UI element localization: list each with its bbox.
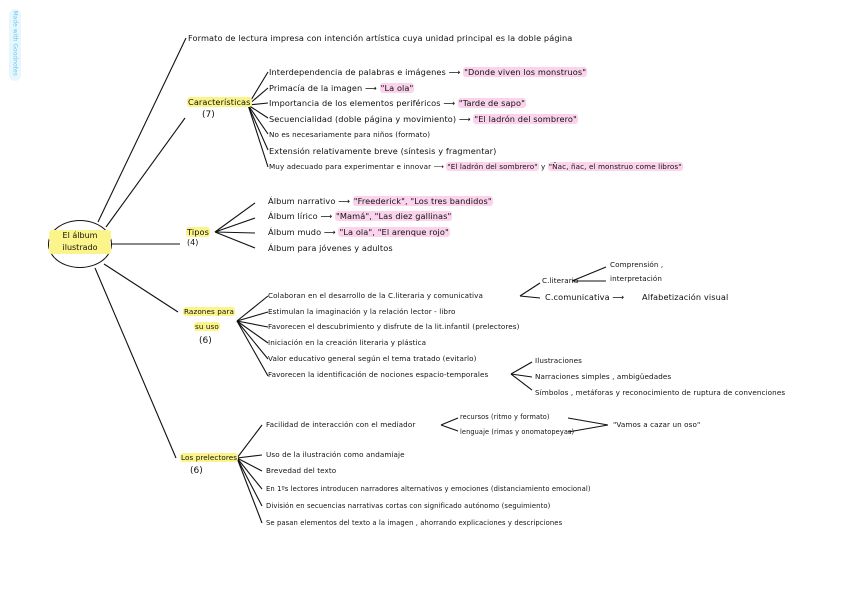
- root-title-line1: El álbum: [49, 230, 111, 242]
- tipo-item: Álbum narrativo ⟶ "Freederick", "Los tre…: [268, 196, 493, 206]
- branch-tipos-count: (4): [187, 238, 199, 247]
- literaria-sub: interpretación: [610, 274, 663, 283]
- branch-razones-count: (6): [199, 336, 212, 346]
- tipo-item: Álbum mudo ⟶ "La ola", "El arenque rojo": [268, 227, 450, 237]
- alfabetizacion-visual: Alfabetización visual: [642, 292, 729, 302]
- branch-prelectores-title: Los prelectores: [180, 453, 239, 462]
- prelector-item: División en secuencias narrativas cortas…: [266, 502, 551, 510]
- caracteristica-item: No es necesariamente para niños (formato…: [269, 130, 431, 139]
- goodnotes-watermark: Made with Goodnotes: [9, 9, 21, 81]
- root-title-line2: ilustrado: [49, 242, 111, 254]
- root-node: El álbum ilustrado: [48, 220, 112, 268]
- nocion-item: Símbolos , metáforas y reconocimiento de…: [535, 388, 786, 397]
- branch-tipos-title: Tipos: [186, 227, 210, 237]
- branch-prelectores-count: (6): [190, 466, 203, 476]
- mediador-recursos: recursos (ritmo y formato): [460, 413, 550, 421]
- razon-item: Colaboran en el desarrollo de la C.liter…: [268, 291, 483, 300]
- competencia-literaria: C.literaria: [542, 276, 579, 285]
- razon-item: Favorecen la identificación de nociones …: [268, 370, 489, 379]
- branch-razones-title-line2: su uso: [194, 322, 220, 331]
- tipo-item: Álbum para jóvenes y adultos: [268, 243, 393, 253]
- caracteristica-item: Secuencialidad (doble página y movimient…: [269, 114, 578, 124]
- branch-caracteristicas-title: Características: [187, 97, 252, 107]
- nocion-item: Ilustraciones: [535, 356, 582, 365]
- tipo-item: Álbum lírico ⟶ "Mamá", "Las diez gallina…: [268, 211, 453, 221]
- caracteristica-item: Extensión relativamente breve (síntesis …: [269, 146, 497, 156]
- caracteristica-item: Importancia de los elementos periféricos…: [269, 98, 526, 108]
- branch-caracteristicas-count: (7): [202, 110, 215, 120]
- caracteristica-item: Interdependencia de palabras e imágenes …: [269, 67, 588, 77]
- prelector-item: Se pasan elementos del texto a la imagen…: [266, 519, 563, 527]
- mediador-example: "Vamos a cazar un oso": [613, 420, 701, 429]
- nocion-item: Narraciones simples , ambigüedades: [535, 372, 672, 381]
- branch-razones-title-line1: Razones para: [183, 307, 235, 316]
- definition-text: Formato de lectura impresa con intención…: [188, 33, 573, 43]
- prelector-item: En 1ºs lectores introducen narradores al…: [266, 485, 591, 493]
- prelector-item: Facilidad de interacción con el mediador: [266, 420, 416, 429]
- razon-item: Favorecen el descubrimiento y disfrute d…: [268, 322, 520, 331]
- literaria-sub: Comprensión ,: [610, 260, 664, 269]
- prelector-item: Uso de la ilustración como andamiaje: [266, 450, 405, 459]
- mediador-lenguaje: lenguaje (rimas y onomatopeyas): [460, 428, 575, 436]
- razon-item: Estimulan la imaginación y la relación l…: [268, 307, 456, 316]
- caracteristica-item: Primacía de la imagen ⟶ "La ola": [269, 83, 415, 93]
- razon-item: Iniciación en la creación literaria y pl…: [268, 338, 427, 347]
- razon-item: Valor educativo general según el tema tr…: [268, 354, 477, 363]
- competencia-comunicativa: C.comunicativa ⟶: [545, 292, 625, 302]
- prelector-item: Brevedad del texto: [266, 466, 337, 475]
- caracteristica-item: Muy adecuado para experimentar e innovar…: [269, 162, 683, 171]
